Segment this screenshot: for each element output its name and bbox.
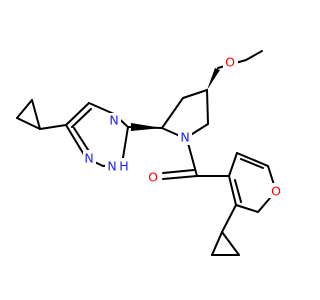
bonds (16, 50, 277, 256)
bond (228, 152, 238, 177)
bond (121, 126, 129, 165)
bond (188, 123, 209, 137)
wedge-bond (207, 68, 220, 90)
triazole-nh-n: N (107, 159, 116, 174)
bond (161, 127, 181, 137)
label-background (268, 183, 283, 198)
bond (235, 204, 259, 213)
bond (236, 152, 269, 167)
bond (65, 102, 90, 126)
triazole-n-left: N (84, 151, 93, 166)
bond (16, 117, 41, 130)
bond (65, 124, 87, 159)
molecule-structure: N N N H N O O O (16, 50, 283, 256)
bond (240, 158, 264, 169)
bond (162, 175, 198, 180)
bond (162, 169, 195, 174)
bond (221, 204, 237, 233)
bond (88, 102, 115, 115)
bond (228, 175, 237, 206)
bond (161, 97, 184, 129)
bond (182, 89, 208, 99)
bond (245, 50, 263, 61)
bond (31, 99, 41, 130)
pyrrolidine-n: N (180, 130, 189, 145)
furan-o: O (271, 184, 281, 199)
bond (16, 99, 33, 119)
bond (211, 231, 223, 256)
label-background (178, 130, 192, 145)
bond (71, 108, 92, 128)
label-background (105, 158, 131, 173)
bond (221, 231, 240, 256)
bond (206, 89, 209, 125)
label-background (223, 54, 238, 69)
wedge-bond (131, 123, 162, 131)
methoxy-o: O (225, 55, 235, 70)
bond (187, 142, 198, 177)
triazole-nh-h: H (119, 159, 128, 174)
label-background (108, 113, 121, 128)
carbonyl-o: O (148, 170, 158, 185)
bond (234, 179, 242, 203)
label-background (146, 169, 161, 184)
bond (39, 124, 67, 130)
triazole-n-top: N (109, 113, 118, 128)
label-background (83, 150, 96, 165)
atom-labels: N N N H N O O O (83, 54, 283, 199)
